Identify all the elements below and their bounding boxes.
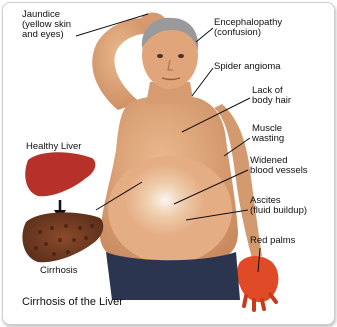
label-muscle-wasting: Muscle wasting [252,124,284,144]
figure-title: Cirrhosis of the Liver [22,296,123,308]
label-ascites: Ascites (fluid buildup) [250,196,307,216]
label-red-palms: Red palms [250,236,295,246]
ascites-glow [125,164,205,236]
label-blood-vessels: Widened blood vessels [250,156,308,176]
label-encephalopathy: Encephalopathy (confusion) [214,18,282,38]
label-cirrhosis: Cirrhosis [40,266,77,276]
label-jaundice: Jaundice (yellow skin and eyes) [22,10,71,40]
healthy-liver [25,152,95,196]
label-healthy-liver: Healthy Liver [26,142,81,152]
label-spider-angioma: Spider angioma [214,62,281,72]
cirrhotic-liver [22,212,103,262]
label-body-hair: Lack of body hair [252,86,291,106]
